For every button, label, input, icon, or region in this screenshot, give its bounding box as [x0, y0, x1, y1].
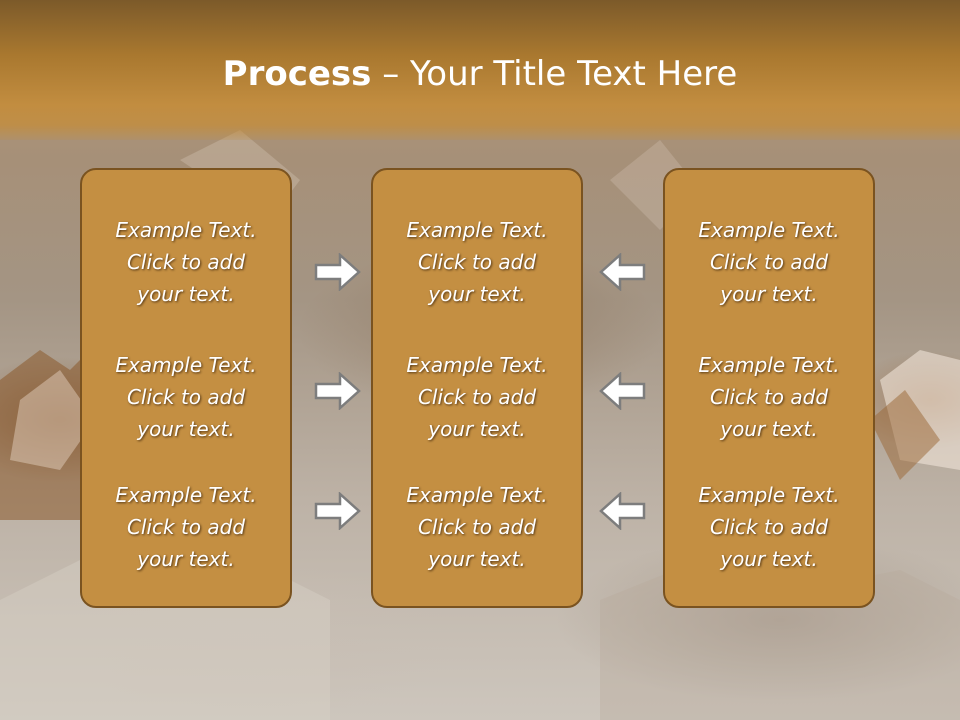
arrow-right-icon — [314, 492, 361, 530]
arrow-left-icon — [599, 492, 646, 530]
box-text[interactable]: Example Text. Click to add your text. — [115, 483, 257, 571]
arrow-right-icon — [314, 372, 361, 410]
box-text[interactable]: Example Text. Click to add your text. — [698, 483, 840, 571]
process-box-middle[interactable]: Example Text. Click to add your text. Ex… — [371, 168, 583, 608]
arrow-left-icon — [599, 253, 646, 291]
arrow-right-icon — [314, 253, 361, 291]
box-text[interactable]: Example Text. Click to add your text. — [406, 483, 548, 571]
box-text[interactable]: Example Text. Click to add your text. — [115, 353, 257, 441]
box-text[interactable]: Example Text. Click to add your text. — [406, 353, 548, 441]
title-separator: – — [371, 54, 411, 94]
process-box-left[interactable]: Example Text. Click to add your text. Ex… — [80, 168, 292, 608]
box-text[interactable]: Example Text. Click to add your text. — [115, 218, 257, 306]
arrow-left-icon — [599, 372, 646, 410]
box-text[interactable]: Example Text. Click to add your text. — [698, 353, 840, 441]
title-rest: Your Title Text Here — [410, 54, 738, 94]
slide-title[interactable]: Process – Your Title Text Here — [0, 50, 960, 98]
box-text[interactable]: Example Text. Click to add your text. — [406, 218, 548, 306]
title-bold: Process — [222, 54, 372, 94]
box-text[interactable]: Example Text. Click to add your text. — [698, 218, 840, 306]
process-box-right[interactable]: Example Text. Click to add your text. Ex… — [663, 168, 875, 608]
header-band — [0, 0, 960, 140]
